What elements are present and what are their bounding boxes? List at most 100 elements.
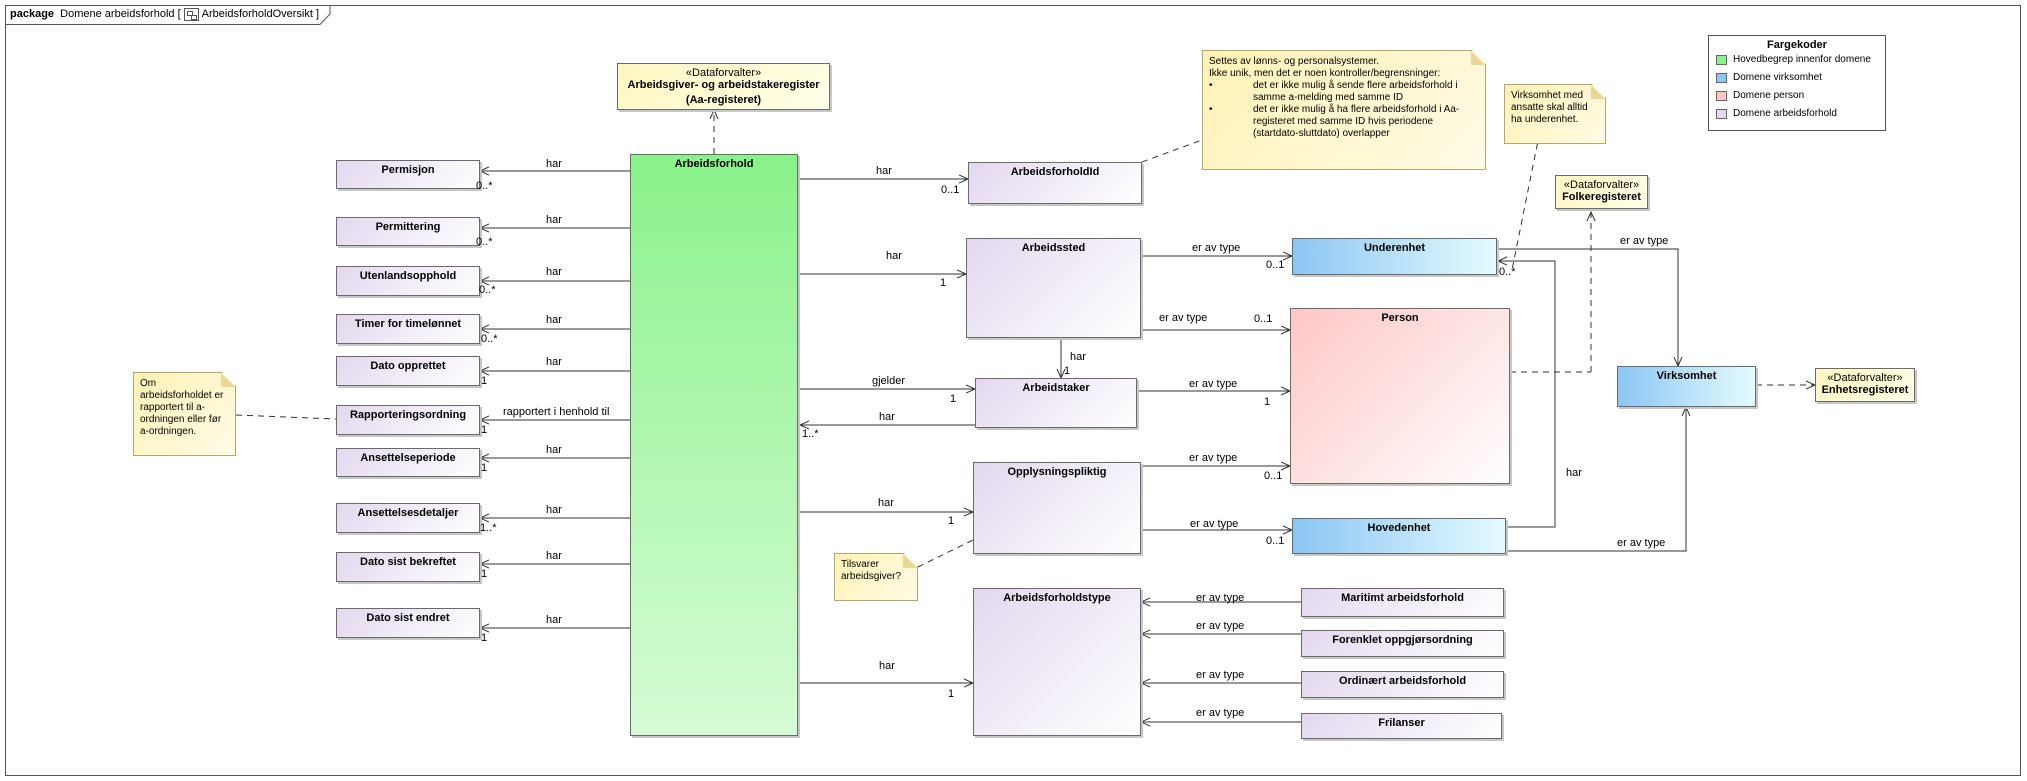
mult-dato-sist-bekreftet: 1 [481, 568, 488, 580]
legend-item-hovedbegrep: Hovedbegrep innenfor domene [1709, 51, 1885, 69]
mult-timer: 0..* [481, 333, 498, 345]
class-underenhet[interactable]: Underenhet [1292, 238, 1497, 275]
label-har-hovedenhet-underenhet: har [1566, 467, 1582, 479]
class-ordinaert-arbeidsforhold[interactable]: Ordinært arbeidsforhold [1301, 671, 1504, 698]
label-er-av-type-hovedenhet: er av type [1190, 518, 1239, 530]
class-arbeidsforholdstype[interactable]: Arbeidsforholdstype [973, 588, 1141, 736]
class-dato-opprettet[interactable]: Dato opprettet [336, 356, 480, 386]
mult-utenlandsopphold: 0..* [479, 284, 496, 296]
label-har-timer: har [546, 314, 562, 326]
type-hovedenhet-virksomhet [1506, 407, 1686, 552]
anchor-note-tilsvarer [917, 539, 974, 568]
label-har-permisjon: har [546, 158, 562, 170]
class-arbeidsforhold[interactable]: Arbeidsforhold [630, 154, 798, 736]
label-har-arbeidssted-arbeidstaker: har [1070, 351, 1086, 363]
mult-arbeidssted: 1 [940, 277, 947, 289]
class-forenklet-oppgjorsordning[interactable]: Forenklet oppgjørsordning [1301, 630, 1504, 657]
package-frame-label: package Domene arbeidsforhold [Arbeidsfo… [10, 7, 320, 21]
class-maritimt-arbeidsforhold[interactable]: Maritimt arbeidsforhold [1301, 588, 1504, 617]
legend-swatch [1716, 55, 1727, 65]
mult-person-1: 0..1 [1254, 313, 1273, 325]
mult-person-2: 1 [1264, 396, 1271, 408]
label-har-arbeidstaker: har [879, 411, 895, 423]
legend-item-person: Domene person [1709, 87, 1885, 105]
class-aa-registeret[interactable]: «Dataforvalter» Arbeidsgiver- og arbeids… [617, 63, 830, 110]
mult-ansettelseperiode: 1 [481, 462, 488, 474]
class-frilanser[interactable]: Frilanser [1301, 713, 1502, 739]
mult-ansettelsesdetaljer: 1..* [480, 522, 497, 534]
class-permittering[interactable]: Permittering [336, 217, 480, 246]
mult-dato-opprettet: 1 [481, 375, 488, 387]
class-hovedenhet[interactable]: Hovedenhet [1292, 518, 1506, 554]
note-rapportert: Om arbeidsforholdet er rapportert til a-… [133, 372, 236, 456]
mult-dato-sist-endret: 1 [481, 632, 488, 644]
mult-arbeidsforholdstype: 1 [948, 688, 955, 700]
legend-title: Fargekoder [1767, 39, 1827, 51]
legend: Fargekoder Hovedbegrep innenfor domene D… [1708, 35, 1886, 131]
mult-underenhet-virksomhet: 0..* [1499, 266, 1516, 278]
class-arbeidstaker[interactable]: Arbeidstaker [975, 378, 1137, 428]
legend-item-arbeidsforhold: Domene arbeidsforhold [1709, 105, 1885, 123]
label-er-av-type-forenklet: er av type [1196, 620, 1245, 632]
label-gjelder: gjelder [872, 375, 906, 387]
mult-permisjon: 0..* [476, 180, 493, 192]
class-enhetsregisteret[interactable]: «Dataforvalter» Enhetsregisteret [1815, 368, 1915, 402]
note-settes-av: Settes av lønns- og personalsystemer. Ik… [1202, 50, 1486, 170]
label-rapportert-i-henhold-til: rapportert i henhold til [503, 406, 610, 418]
class-timer-for-timelonnet[interactable]: Timer for timelønnet [336, 314, 480, 344]
mult-arbeidstaker-gjelder: 1 [950, 393, 957, 405]
label-er-av-type-person-2: er av type [1189, 378, 1238, 390]
assoc-hovedenhet-underenhet [1498, 261, 1556, 528]
package-frame-tab [5, 5, 331, 25]
label-har-arbeidssted: har [886, 250, 902, 262]
label-har-dato-sist-bekreftet: har [546, 550, 562, 562]
mult-arbeidssted-arbeidstaker: 1 [1064, 365, 1071, 377]
class-opplysningspliktig[interactable]: Opplysningspliktig [973, 462, 1141, 554]
anchor-note-settes [1141, 139, 1203, 163]
class-permisjon[interactable]: Permisjon [336, 160, 480, 189]
legend-item-virksomhet: Domene virksomhet [1709, 69, 1885, 87]
label-er-av-type-underenhet-virksomhet: er av type [1620, 235, 1669, 247]
mult-rapporteringsordning: 1 [481, 424, 488, 436]
legend-swatch [1716, 91, 1727, 101]
label-har-utenlandsopphold: har [546, 266, 562, 278]
label-har-permittering: har [546, 214, 562, 226]
mult-person-3: 0..1 [1264, 470, 1283, 482]
label-er-av-type-maritimt: er av type [1196, 592, 1245, 604]
class-dato-sist-endret[interactable]: Dato sist endret [336, 608, 480, 638]
label-er-av-type-hovedenhet-virksomhet: er av type [1617, 537, 1666, 549]
label-har-dato-sist-endret: har [546, 614, 562, 626]
legend-swatch [1716, 109, 1727, 119]
class-arbeidssted[interactable]: Arbeidssted [966, 238, 1141, 338]
class-dato-sist-bekreftet[interactable]: Dato sist bekreftet [336, 552, 480, 582]
mult-underenhet: 0..1 [1266, 259, 1285, 271]
package-frame [5, 5, 2021, 776]
label-er-av-type-ordinaert: er av type [1196, 669, 1245, 681]
mult-arbeidsforholdid: 0..1 [941, 184, 960, 196]
class-arbeidsforholdid[interactable]: ArbeidsforholdId [968, 162, 1142, 204]
label-er-av-type-person-3: er av type [1189, 452, 1238, 464]
type-underenhet-virksomhet [1497, 248, 1678, 366]
mult-hovedenhet: 0..1 [1266, 535, 1285, 547]
note-virksomhet-underenhet: Virksomhet med ansatte skal alltid ha un… [1504, 84, 1606, 144]
label-er-av-type-underenhet: er av type [1192, 242, 1241, 254]
label-har-dato-opprettet: har [546, 356, 562, 368]
mult-opplysningspliktig: 1 [948, 515, 955, 527]
label-er-av-type-person-1: er av type [1159, 312, 1208, 324]
label-har-ansettelsesdetaljer: har [546, 504, 562, 516]
class-rapporteringsordning[interactable]: Rapporteringsordning [336, 405, 480, 435]
class-ansettelsesdetaljer[interactable]: Ansettelsesdetaljer [336, 503, 480, 533]
label-har-opplysningspliktig: har [878, 497, 894, 509]
note-tilsvarer-arbeidsgiver: Tilsvarer arbeidsgiver? [834, 553, 918, 601]
class-folkeregisteret[interactable]: «Dataforvalter» Folkeregisteret [1555, 175, 1648, 209]
label-har-ansettelseperiode: har [546, 444, 562, 456]
class-person[interactable]: Person [1290, 308, 1510, 484]
diagram-icon [183, 7, 199, 21]
label-er-av-type-frilanser: er av type [1196, 707, 1245, 719]
class-utenlandsopphold[interactable]: Utenlandsopphold [336, 266, 480, 296]
class-virksomhet[interactable]: Virksomhet [1617, 366, 1756, 407]
label-har-arbeidsforholdid: har [876, 165, 892, 177]
class-ansettelseperiode[interactable]: Ansettelseperiode [336, 448, 480, 477]
